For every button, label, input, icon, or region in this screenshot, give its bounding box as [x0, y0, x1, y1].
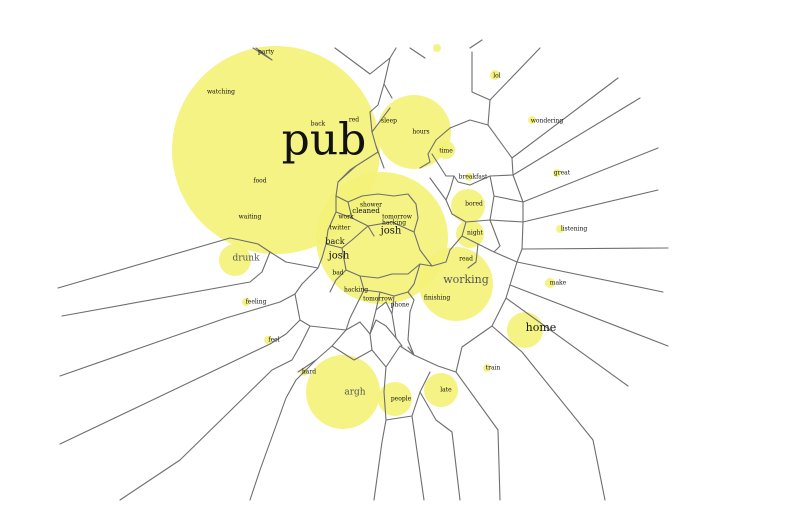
word-sleep: sleep: [381, 118, 397, 125]
bubble-make: [545, 278, 555, 288]
word-argh: argh: [344, 388, 365, 398]
bubble-time: [437, 141, 455, 159]
bubble-read: [462, 256, 470, 264]
bubble-people: [378, 382, 412, 416]
word-bad: bad: [332, 270, 343, 277]
bubble-top: [433, 44, 441, 52]
bubble-feel: [264, 336, 272, 344]
word-listening: listening: [561, 226, 588, 233]
word-train: train: [486, 365, 501, 372]
cell-boundaries: [57, 39, 669, 501]
bubble-great: [553, 169, 561, 177]
word-pub: pub: [282, 115, 367, 166]
word-lol: lol: [493, 73, 501, 80]
word-time: time: [439, 148, 453, 155]
bubble-feeling: [242, 298, 250, 306]
bubble-bored: [451, 189, 485, 223]
word-late: late: [440, 387, 452, 394]
bubble-train: [483, 364, 491, 372]
word-phone: phone: [391, 302, 410, 309]
word-food: food: [253, 178, 266, 185]
word-feel: feel: [268, 337, 279, 344]
word-great: great: [554, 170, 571, 177]
bubble-night: [456, 220, 484, 248]
bubble-listening: [556, 225, 564, 233]
word-working: working: [443, 273, 489, 286]
bubble-argh: [306, 355, 380, 429]
word-home: home: [526, 321, 557, 334]
bubble-hours: [377, 95, 451, 169]
word-watching: watching: [207, 89, 235, 96]
bubble-working: [419, 247, 493, 321]
word-people: people: [391, 396, 412, 403]
bubble-drunk: [219, 244, 251, 276]
bubble-home: [507, 312, 543, 348]
word-cleaned: cleaned: [352, 207, 380, 215]
word-josh-top: josh: [380, 226, 402, 237]
word-tomorrow-top: tomorrow: [382, 214, 413, 221]
word-back: back: [325, 237, 344, 246]
bubble-lol: [490, 70, 500, 80]
bubble-breakfast: [465, 173, 473, 181]
word-tomorrow: tomorrow: [363, 296, 394, 303]
word-make: make: [550, 280, 567, 287]
word-back-top: back: [311, 121, 326, 128]
word-wondering: wondering: [531, 118, 564, 125]
word-shower: shower: [360, 202, 382, 209]
word-drunk: drunk: [232, 254, 260, 264]
word-red: red: [349, 117, 359, 124]
word-josh: josh: [328, 251, 350, 262]
word-party: party: [258, 49, 275, 56]
word-read: read: [459, 256, 473, 263]
word-waiting: waiting: [239, 214, 262, 221]
word-bubbles: [172, 44, 564, 429]
word-bored: bored: [465, 201, 483, 208]
word-breakfast: breakfast: [459, 174, 488, 181]
word-labels: party watching lol wondering red sleep h…: [207, 49, 587, 403]
word-hours: hours: [412, 129, 429, 136]
word-work: work: [338, 214, 354, 221]
bubble-late: [424, 373, 458, 407]
word-feeling: feeling: [246, 299, 267, 306]
bubble-red: [350, 117, 356, 123]
word-hacking-top: hacking: [382, 220, 406, 227]
bubble-wondering: [528, 116, 536, 124]
word-twitter: twitter: [330, 225, 351, 232]
word-hacking: hacking: [344, 287, 368, 294]
word-finishing: finishing: [424, 295, 451, 302]
word-night: night: [467, 230, 483, 237]
bubble-sleep: [382, 116, 390, 124]
word-hard: hard: [302, 369, 316, 376]
